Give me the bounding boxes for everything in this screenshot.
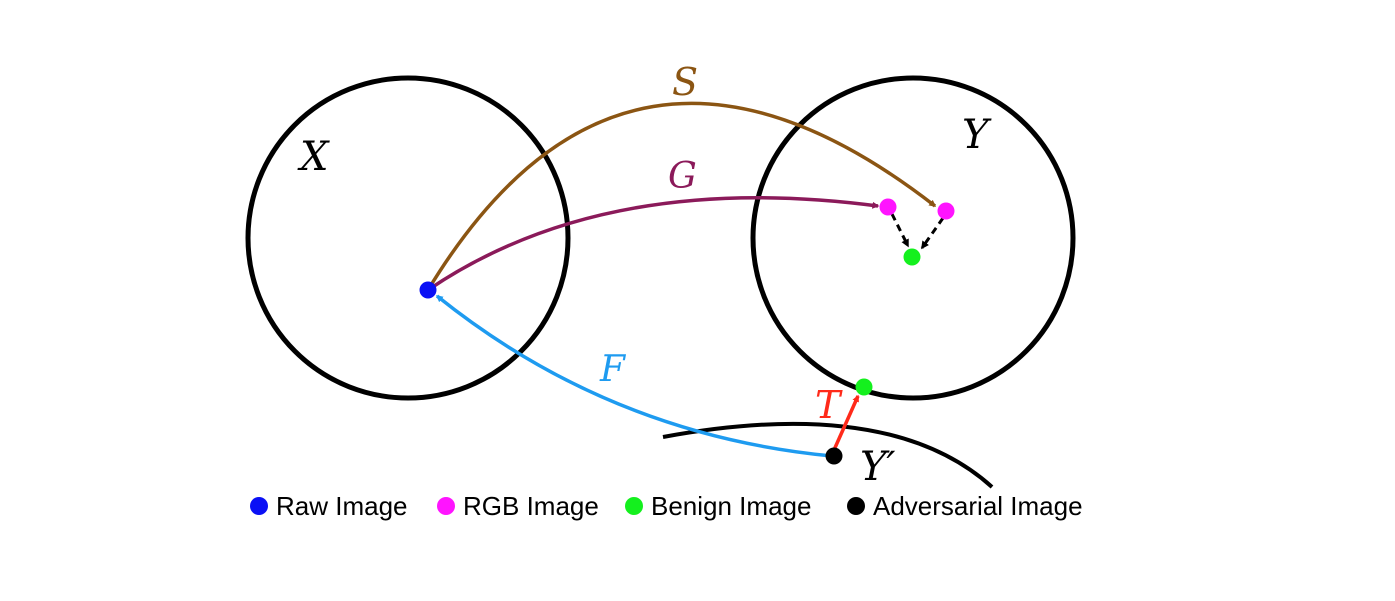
mapping-t-label: T [815, 383, 843, 427]
adversarial-image-point [825, 447, 843, 465]
domain-x-label: X [297, 134, 330, 180]
legend-marker-raw-image [250, 497, 268, 515]
rgb-image-point-s [937, 202, 955, 220]
mapping-g-label: G [668, 156, 697, 197]
raw-image-point [419, 281, 437, 299]
domain-y-label: Y [962, 112, 992, 158]
mapping-f-arrow [435, 294, 833, 458]
legend-label-adversarial-image: Adversarial Image [873, 491, 1083, 521]
legend-item-adversarial-image: Adversarial Image [847, 491, 1083, 521]
domain-x-circle [245, 75, 571, 401]
legend-label-raw-image: Raw Image [276, 491, 408, 521]
mapping-f-label: F [599, 349, 627, 390]
legend-label-rgb-image: RGB Image [463, 491, 599, 521]
legend-item-raw-image: Raw Image [250, 491, 408, 521]
rgb-image-point-g [879, 198, 897, 216]
legend-marker-benign-image [625, 497, 643, 515]
benign-image-point-boundary [855, 378, 873, 396]
legend-marker-adversarial-image [847, 497, 865, 515]
legend-item-rgb-image: RGB Image [437, 491, 599, 521]
domain-y-circle [750, 75, 1076, 401]
legend-label-benign-image: Benign Image [651, 491, 811, 521]
legend-item-benign-image: Benign Image [625, 491, 811, 521]
mapping-g-arrow [427, 195, 880, 292]
benign-image-point-inner [903, 248, 921, 266]
domain-y-prime-label: Y′ [860, 444, 896, 490]
domain-y-prime-curve [662, 421, 994, 489]
mapping-s-arrow [426, 101, 937, 291]
rgb-to-benign-dashed-arrow-left [890, 213, 910, 248]
legend-marker-rgb-image [437, 497, 455, 515]
mapping-s-label: S [672, 60, 698, 104]
legend: Raw Image RGB Image Benign Image Adversa… [250, 491, 1083, 521]
mapping-t-arrow [832, 394, 860, 451]
rgb-to-benign-dashed-arrow-right [920, 217, 945, 250]
